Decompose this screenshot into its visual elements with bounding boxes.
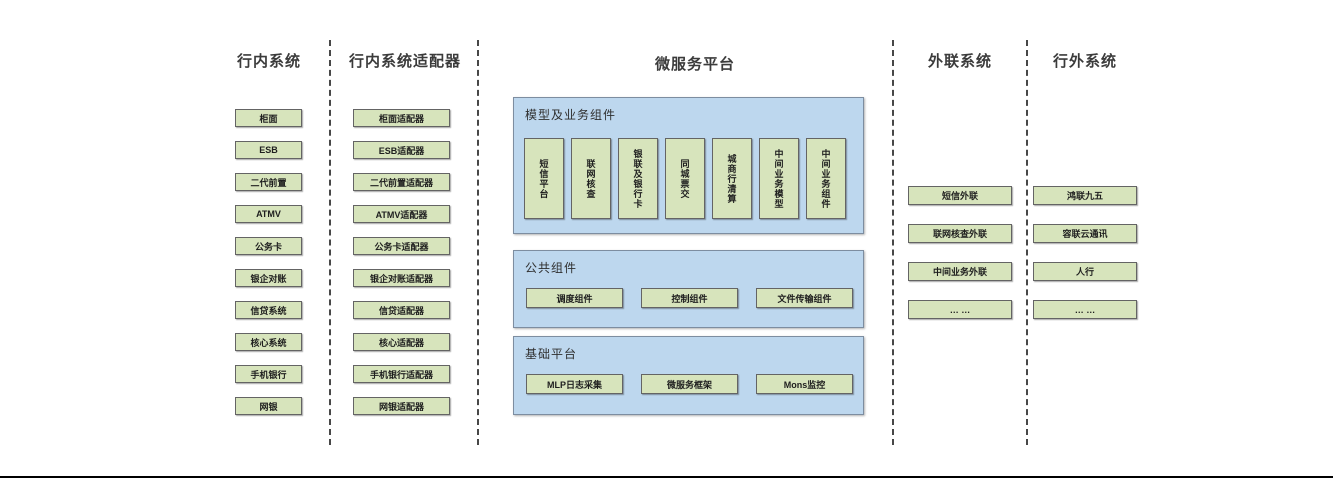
system-box: 公务卡 (235, 237, 302, 255)
panel-model-business-components: 模型及业务组件 短信平台 联网核查 银联及银行卡 同城票交 城商行清算 中间业务… (513, 97, 864, 234)
external-systems-column: 鸿联九五 容联云通讯 人行 … … (1033, 186, 1137, 319)
column-title-outreach-systems: 外联系统 (927, 53, 992, 70)
adapter-box: 公务卡适配器 (353, 237, 450, 255)
panel-label: 公共组件 (525, 261, 578, 275)
adapter-box: 信贷适配器 (353, 301, 450, 319)
adapter-box: 网银适配器 (353, 397, 450, 415)
business-component-box: 城商行清算 (712, 138, 752, 219)
bottom-divider-line (0, 476, 1333, 478)
panel-label: 基础平台 (525, 347, 578, 361)
column-title-microservice-platform: 微服务平台 (654, 56, 735, 73)
outreach-systems-column: 短信外联 联网核查外联 中间业务外联 … … (908, 186, 1012, 319)
adapter-box: 核心适配器 (353, 333, 450, 351)
business-component-box: 银联及银行卡 (618, 138, 658, 219)
outreach-box: 联网核查外联 (908, 224, 1012, 243)
panel-common-components: 公共组件 调度组件 控制组件 文件传输组件 (513, 250, 864, 328)
column-separator (329, 40, 331, 445)
system-box: 网银 (235, 397, 302, 415)
business-component-box: 中间业务模型 (759, 138, 799, 219)
common-components-row: 调度组件 控制组件 文件传输组件 (526, 288, 853, 308)
system-box: 信贷系统 (235, 301, 302, 319)
outreach-box: … … (908, 300, 1012, 319)
base-platform-row: MLP日志采集 微服务框架 Mons监控 (526, 374, 853, 394)
internal-systems-column: 柜面 ESB 二代前置 ATMV 公务卡 银企对账 信贷系统 核心系统 手机银行… (235, 109, 302, 415)
system-box: 手机银行 (235, 365, 302, 383)
business-component-box: 中间业务组件 (806, 138, 846, 219)
business-component-box: 短信平台 (524, 138, 564, 219)
system-box: 柜面 (235, 109, 302, 127)
outreach-box: 中间业务外联 (908, 262, 1012, 281)
component-box: Mons监控 (756, 374, 853, 394)
external-box: 人行 (1033, 262, 1137, 281)
system-box: 银企对账 (235, 269, 302, 287)
external-box: … … (1033, 300, 1137, 319)
outreach-box: 短信外联 (908, 186, 1012, 205)
system-box: 二代前置 (235, 173, 302, 191)
internal-adapters-column: 柜面适配器 ESB适配器 二代前置适配器 ATMV适配器 公务卡适配器 银企对账… (353, 109, 450, 415)
column-title-internal-adapters: 行内系统适配器 (348, 53, 461, 70)
external-box: 容联云通讯 (1033, 224, 1137, 243)
component-box: 控制组件 (641, 288, 738, 308)
model-components-row: 短信平台 联网核查 银联及银行卡 同城票交 城商行清算 中间业务模型 中间业务组… (524, 138, 846, 219)
adapter-box: 二代前置适配器 (353, 173, 450, 191)
business-component-box: 联网核查 (571, 138, 611, 219)
component-box: MLP日志采集 (526, 374, 623, 394)
component-box: 文件传输组件 (756, 288, 853, 308)
component-box: 微服务框架 (641, 374, 738, 394)
column-separator (892, 40, 894, 445)
adapter-box: 银企对账适配器 (353, 269, 450, 287)
column-separator (1026, 40, 1028, 445)
system-box: ATMV (235, 205, 302, 223)
panel-label: 模型及业务组件 (525, 108, 617, 122)
system-box: ESB (235, 141, 302, 159)
adapter-box: 手机银行适配器 (353, 365, 450, 383)
business-component-box: 同城票交 (665, 138, 705, 219)
panel-base-platform: 基础平台 MLP日志采集 微服务框架 Mons监控 (513, 336, 864, 415)
component-box: 调度组件 (526, 288, 623, 308)
external-box: 鸿联九五 (1033, 186, 1137, 205)
system-box: 核心系统 (235, 333, 302, 351)
column-separator (477, 40, 479, 445)
column-title-external-systems: 行外系统 (1052, 53, 1117, 70)
adapter-box: ATMV适配器 (353, 205, 450, 223)
adapter-box: ESB适配器 (353, 141, 450, 159)
adapter-box: 柜面适配器 (353, 109, 450, 127)
column-title-internal-systems: 行内系统 (236, 53, 301, 70)
